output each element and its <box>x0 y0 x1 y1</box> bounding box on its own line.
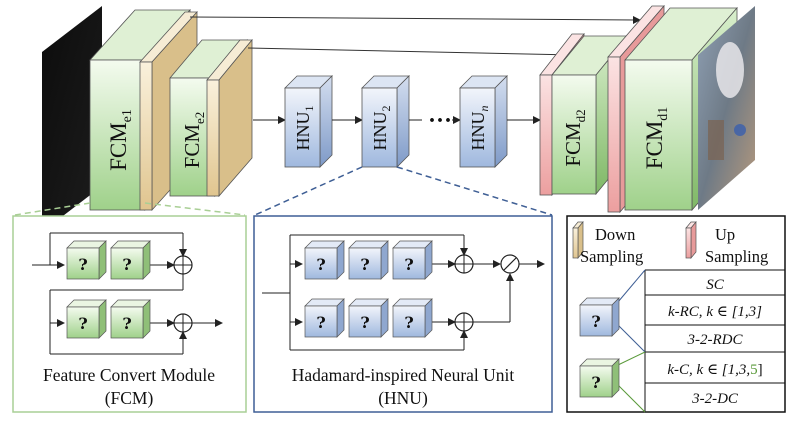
block-label: ? <box>316 255 325 274</box>
fcm-conv-block-1: ? <box>66 240 107 280</box>
fcm-d1-subscript: d1 <box>656 107 671 121</box>
hnu-n-subscript: n <box>477 106 491 112</box>
svg-text:HNU2: HNU2 <box>370 106 393 151</box>
svg-text:FCMd1: FCMd1 <box>642 107 671 170</box>
hnu-divide-operator <box>500 254 520 274</box>
block-label: ? <box>360 313 369 332</box>
svg-text:FCMe1: FCMe1 <box>106 109 135 171</box>
skip-connections <box>189 15 641 59</box>
hnu-conv-block-3: ? <box>392 240 433 280</box>
legend-down-label-line1: Down <box>595 225 635 244</box>
hnu-2-subscript: 2 <box>379 106 393 112</box>
fcm-d2-label: FCM <box>561 122 585 167</box>
hnu-conv-block-1: ? <box>304 240 345 280</box>
ellipsis-dots: ··· <box>428 108 452 134</box>
legend-dc-text: 3-2-DC <box>691 391 739 407</box>
hnu-2-block: HNU2 <box>361 75 410 168</box>
block-label: ? <box>591 312 600 331</box>
hnu-n-block: HNUn <box>459 75 508 168</box>
fcm-adder-top <box>173 255 193 275</box>
legend-sc-text: SC <box>706 277 725 293</box>
fcm-conv-block-4: ? <box>110 299 151 339</box>
fcm-panel-abbrev: (FCM) <box>105 388 154 408</box>
legend-panel: Down Sampling Up Sampling SC k-RC, k ∈ [… <box>566 215 786 413</box>
skip-connection-e2-d2 <box>247 47 576 59</box>
hnu-conv-block-4: ? <box>304 298 345 338</box>
block-label: ? <box>360 255 369 274</box>
block-label: ? <box>78 255 87 274</box>
fcm-e2-subscript: e2 <box>192 112 207 124</box>
zoom-line-hnu-right <box>396 166 553 216</box>
fcm-e1-subscript: e1 <box>120 109 135 122</box>
output-enhanced-image <box>698 6 755 210</box>
block-label: ? <box>591 373 600 392</box>
zoom-line-fcm-right <box>144 202 246 216</box>
block-label: ? <box>404 255 413 274</box>
zoom-line-fcm-left <box>14 202 91 216</box>
zoom-line-hnu-left <box>254 166 363 216</box>
legend-blue-block: ? <box>579 297 620 337</box>
fcm-e2-label: FCM <box>180 124 204 169</box>
block-label: ? <box>404 313 413 332</box>
block-label: ? <box>122 314 131 333</box>
hnu-adder-bottom <box>454 312 474 332</box>
hnu-panel-title: Hadamard-inspired Neural Unit <box>292 365 515 385</box>
svg-text:HNUn: HNUn <box>468 106 491 151</box>
legend-krc-text: k-RC, k ∈ [1,3] <box>668 304 762 320</box>
fcm-panel-title: Feature Convert Module <box>43 365 215 385</box>
block-label: ? <box>78 314 87 333</box>
hnu-1-subscript: 1 <box>302 106 316 112</box>
fcm-d2-subscript: d2 <box>573 109 588 122</box>
up-sampling-swatch <box>685 221 697 259</box>
fcm-adder-bottom <box>173 313 193 333</box>
block-label: ? <box>122 255 131 274</box>
fcm-detail-panel: ? ? ? ? Feature Convert Module (FCM) <box>12 215 247 413</box>
zoom-indicator-lines <box>14 166 553 216</box>
hnu-panel-abbrev: (HNU) <box>378 388 428 408</box>
fcm-conv-block-3: ? <box>66 299 107 339</box>
fcm-conv-block-2: ? <box>110 240 151 280</box>
hnu-conv-block-6: ? <box>392 298 433 338</box>
skip-connection-e1-d1 <box>189 15 641 24</box>
hnu-conv-block-5: ? <box>348 298 389 338</box>
legend-rdc-text: 3-2-RDC <box>687 332 744 348</box>
hnu-1-label: HNU <box>293 112 313 151</box>
fcm-e1-label: FCM <box>106 122 131 171</box>
legend-kc-text: k-C, k ∈ [1,3,5] <box>667 362 762 378</box>
legend-down-label-line2: Sampling <box>580 247 643 266</box>
hnu-n-label: HNU <box>468 112 488 151</box>
legend-green-block: ? <box>579 358 620 398</box>
down-sampling-swatch <box>572 221 584 259</box>
hnu-1-block: HNU1 <box>284 75 333 168</box>
hnu-2-label: HNU <box>370 112 390 151</box>
legend-up-label-line1: Up <box>715 225 735 244</box>
input-low-light-image <box>42 6 102 232</box>
svg-text:FCMe2: FCMe2 <box>180 112 207 169</box>
hnu-adder-top <box>454 254 474 274</box>
svg-text:FCMd2: FCMd2 <box>561 109 588 166</box>
legend-up-label-line2: Sampling <box>705 247 768 266</box>
fcm-d1-label: FCM <box>642 121 667 170</box>
svg-text:HNU1: HNU1 <box>293 106 316 151</box>
block-label: ? <box>316 313 325 332</box>
down-sampling-slab-2 <box>206 38 253 198</box>
hnu-conv-block-2: ? <box>348 240 389 280</box>
hnu-detail-panel: ? ? ? ? ? <box>253 215 553 413</box>
